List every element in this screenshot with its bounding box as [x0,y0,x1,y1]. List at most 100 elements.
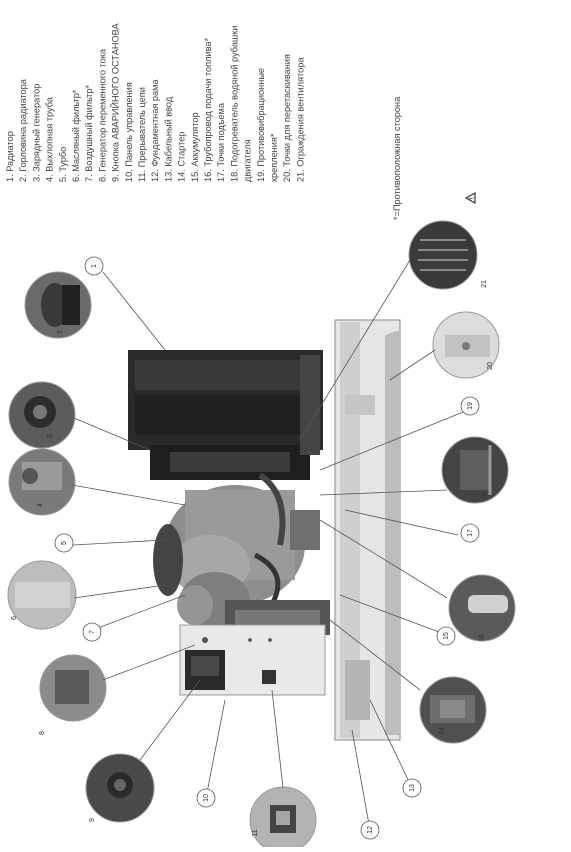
legend-item: 12. Фундаментная рама [150,79,160,182]
control-panel-art [179,624,326,696]
pulley-art [153,524,183,596]
callout-17: 17 [460,523,480,543]
callout-label: 14 [439,727,446,735]
callout-15: 15 [436,626,456,646]
callout-label: 4 [37,503,44,507]
callout-label: 12 [367,826,374,834]
detail-water-jacket-heater [441,436,509,504]
callout-18: 18 [481,492,488,500]
detail-exhaust [8,448,76,516]
warning-triangle-icon [464,191,476,205]
warning-exclaim-icon: ! [469,197,476,199]
callout-circle [82,622,102,642]
callout-circle [196,788,216,808]
callout-label: 6 [11,616,18,620]
callout-7: 7 [82,622,102,642]
detail-fuel-pipe [448,574,516,642]
legend-item: 19. Противовибрационные [256,68,266,182]
callout-label: 16 [479,634,486,642]
callout-3: 3 [47,434,54,438]
legend-item: 1. Радиатор [5,131,15,182]
leader-lines [71,259,469,831]
callout-16: 16 [479,634,486,642]
legend-item: 15. Аккумулятор [190,112,200,182]
detail-charge-alternator [8,381,76,449]
callout-circle [54,533,74,553]
legend-item: крепления* [269,133,279,182]
callout-label: 18 [481,492,488,500]
callout-circle [402,778,422,798]
callout-circle [460,396,480,416]
callout-9: 9 [89,818,96,822]
base-frame-art [334,319,401,741]
detail-alternator [39,654,107,722]
callout-circle [436,626,456,646]
generator-illustration [128,319,401,741]
callout-label: 20 [487,362,494,370]
footnote-text: *=Противоположная сторона [392,96,402,220]
callout-circle [360,820,380,840]
detail-images [7,220,516,852]
callout-label: 5 [61,541,68,545]
callout-label: 11 [252,829,259,836]
callout-12: 12 [360,820,380,840]
legend-item: 18. Подогреватель водяной рубашки [229,26,239,182]
detail-starter [419,676,487,744]
callout-label: 19 [467,402,474,410]
callout-11: 11 [252,829,259,836]
callout-21: 21 [481,280,488,288]
callout-label: 1 [91,264,98,268]
legend-item: 14. Стартер [177,132,187,182]
detail-drag-points [432,311,500,379]
callout-8: 8 [39,731,46,735]
legend-footnote: *=Противоположная сторона [392,96,402,220]
legend-item: 7. Воздушный фильтр* [84,85,94,182]
callout-5: 5 [54,533,74,553]
callout-label: 15 [443,632,450,640]
callout-label: 21 [481,280,488,288]
legend-item: 3. Зарядный генератор [31,84,41,182]
detail-fan-guard [408,220,478,290]
callout-2: 2 [57,330,64,334]
legend-item: 20. Точки для перетаскивания [282,54,292,182]
legend-item: 8. Генератор переменного тока [97,48,107,182]
legend-item: 10. Панель управления [124,82,134,182]
callout-label: 9 [89,818,96,822]
callout-10: 10 [196,788,216,808]
legend-item: двигателя [243,139,253,182]
warning-icon-group: ! [464,191,476,205]
callout-label: 7 [89,630,96,634]
legend-item: 16. Трубопровод подачи топлива* [203,38,213,182]
detail-emergency-stop [85,753,155,823]
callout-circle [84,256,104,276]
legend-item: 13. Кабельный ввод [163,96,173,182]
callout-20: 20 [487,362,494,370]
legend-item: 5. Турбо [58,147,68,182]
detail-radiator-cap [24,271,92,339]
legend-item: 17. Точки подъема [216,102,226,182]
detail-circuit-breaker [249,786,317,852]
callout-label: 3 [47,434,54,438]
legend-item: 21. Ограждения вентилятора [295,57,305,182]
callout-13: 13 [402,778,422,798]
callout-label: 8 [39,731,46,735]
callout-label: 10 [203,794,210,802]
detail-oil-filter [7,560,77,630]
callout-4: 4 [37,503,44,507]
callout-label: 17 [467,529,474,537]
callout-circle [460,523,480,543]
callout-label: 2 [57,330,64,334]
legend-item: 11. Прерыватель цепи [137,87,147,182]
callout-6: 6 [11,616,18,620]
legend-item: 4. Выхлопная труба [45,96,55,182]
callout-1: 1 [84,256,104,276]
legend-item: 6. Масляный фильтр* [71,89,81,182]
legend-item: 9. Кнопка АВАРИЙНОГО ОСТАНОВА [110,23,121,182]
radiator-art [128,350,323,480]
callout-14: 14 [439,727,446,735]
legend-item: 2. Горловина радиатора [18,78,28,182]
